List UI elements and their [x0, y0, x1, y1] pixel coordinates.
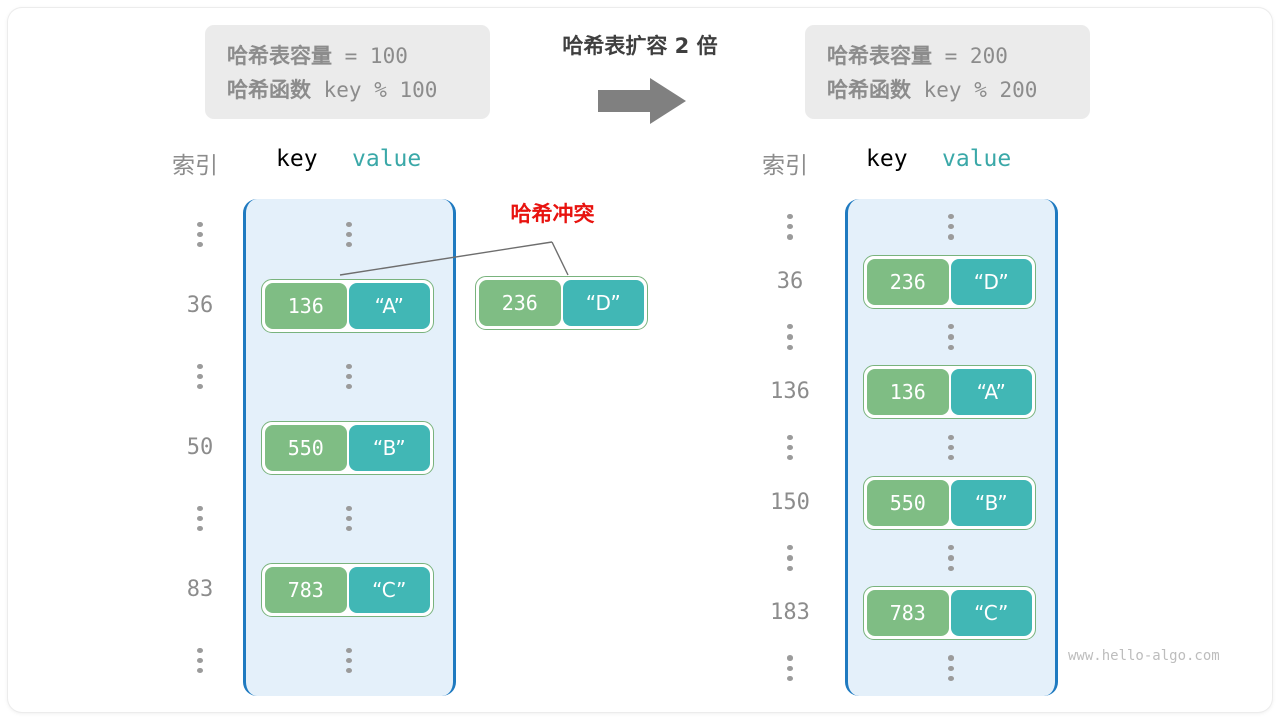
- colliding-key-value-pair: 236 “D”: [475, 276, 648, 330]
- before-capacity-value: = 100: [332, 44, 408, 68]
- value-cell: “D”: [950, 258, 1032, 305]
- after-function-value: key % 200: [911, 78, 1038, 102]
- bucket-ellipsis: [304, 647, 394, 674]
- value-cell: “A”: [348, 282, 430, 329]
- key-value-pair: 783“C”: [261, 562, 434, 617]
- key-cell: 550: [265, 424, 347, 471]
- index-ellipsis: [745, 655, 835, 682]
- value-cell: “B”: [950, 479, 1032, 526]
- index-ellipsis: [745, 213, 835, 240]
- after-capacity-value: = 200: [932, 44, 1008, 68]
- bucket-ellipsis: [906, 434, 996, 461]
- key-cell: 136: [867, 369, 949, 416]
- before-function-label: 哈希函数: [227, 78, 311, 102]
- after-capacity-line: 哈希表容量 = 200: [827, 39, 1068, 73]
- index-label: 183: [770, 600, 810, 626]
- key-cell: 550: [867, 479, 949, 526]
- before-header-value: value: [352, 146, 422, 172]
- collision-label: 哈希冲突: [510, 202, 595, 226]
- index-label: 150: [770, 489, 810, 515]
- index-ellipsis: [155, 505, 245, 532]
- after-function-label: 哈希函数: [827, 78, 911, 102]
- key-value-pair: 550“B”: [261, 420, 434, 475]
- index-label: 36: [186, 292, 214, 318]
- key-value-pair: 236“D”: [863, 254, 1036, 309]
- index-ellipsis: [155, 647, 245, 674]
- after-header-key: key: [866, 146, 908, 172]
- colliding-value-cell: “D”: [562, 280, 644, 326]
- index-ellipsis: [745, 434, 835, 461]
- key-value-pair: 136“A”: [863, 365, 1036, 420]
- diagram-card: [8, 8, 1272, 712]
- value-cell: “C”: [348, 566, 430, 613]
- colliding-key-cell: 236: [479, 280, 561, 326]
- before-capacity-label: 哈希表容量: [227, 44, 332, 68]
- bucket-ellipsis: [906, 655, 996, 682]
- watermark: www.hello-algo.com: [1068, 648, 1220, 664]
- bucket-ellipsis: [906, 544, 996, 571]
- key-cell: 136: [265, 282, 347, 329]
- key-value-pair: 550“B”: [863, 475, 1036, 530]
- after-function-line: 哈希函数 key % 200: [827, 73, 1068, 107]
- before-capacity-line: 哈希表容量 = 100: [227, 39, 468, 73]
- index-ellipsis: [155, 363, 245, 390]
- index-ellipsis: [745, 544, 835, 571]
- index-label: 136: [770, 379, 810, 405]
- bucket-ellipsis: [906, 324, 996, 351]
- transform-title: 哈希表扩容 2 倍: [562, 34, 718, 58]
- index-label: 50: [186, 434, 214, 460]
- key-value-pair: 136“A”: [261, 278, 434, 333]
- index-label: 36: [776, 268, 804, 294]
- key-cell: 783: [265, 566, 347, 613]
- before-info-box: 哈希表容量 = 100 哈希函数 key % 100: [205, 25, 490, 119]
- key-cell: 236: [867, 258, 949, 305]
- value-cell: “C”: [950, 590, 1032, 637]
- bucket-ellipsis: [304, 221, 394, 248]
- after-capacity-label: 哈希表容量: [827, 44, 932, 68]
- value-cell: “B”: [348, 424, 430, 471]
- bucket-ellipsis: [906, 213, 996, 240]
- before-header-key: key: [276, 146, 318, 172]
- index-ellipsis: [155, 221, 245, 248]
- before-function-line: 哈希函数 key % 100: [227, 73, 468, 107]
- bucket-ellipsis: [304, 505, 394, 532]
- after-info-box: 哈希表容量 = 200 哈希函数 key % 200: [805, 25, 1090, 119]
- before-function-value: key % 100: [311, 78, 438, 102]
- after-header-index: 索引: [762, 153, 808, 179]
- right-block-arrow-icon: [598, 78, 686, 124]
- key-value-pair: 783“C”: [863, 586, 1036, 641]
- bucket-ellipsis: [304, 363, 394, 390]
- key-cell: 783: [867, 590, 949, 637]
- after-header-value: value: [942, 146, 1012, 172]
- index-label: 83: [186, 576, 214, 602]
- before-header-index: 索引: [172, 153, 218, 179]
- value-cell: “A”: [950, 369, 1032, 416]
- index-ellipsis: [745, 324, 835, 351]
